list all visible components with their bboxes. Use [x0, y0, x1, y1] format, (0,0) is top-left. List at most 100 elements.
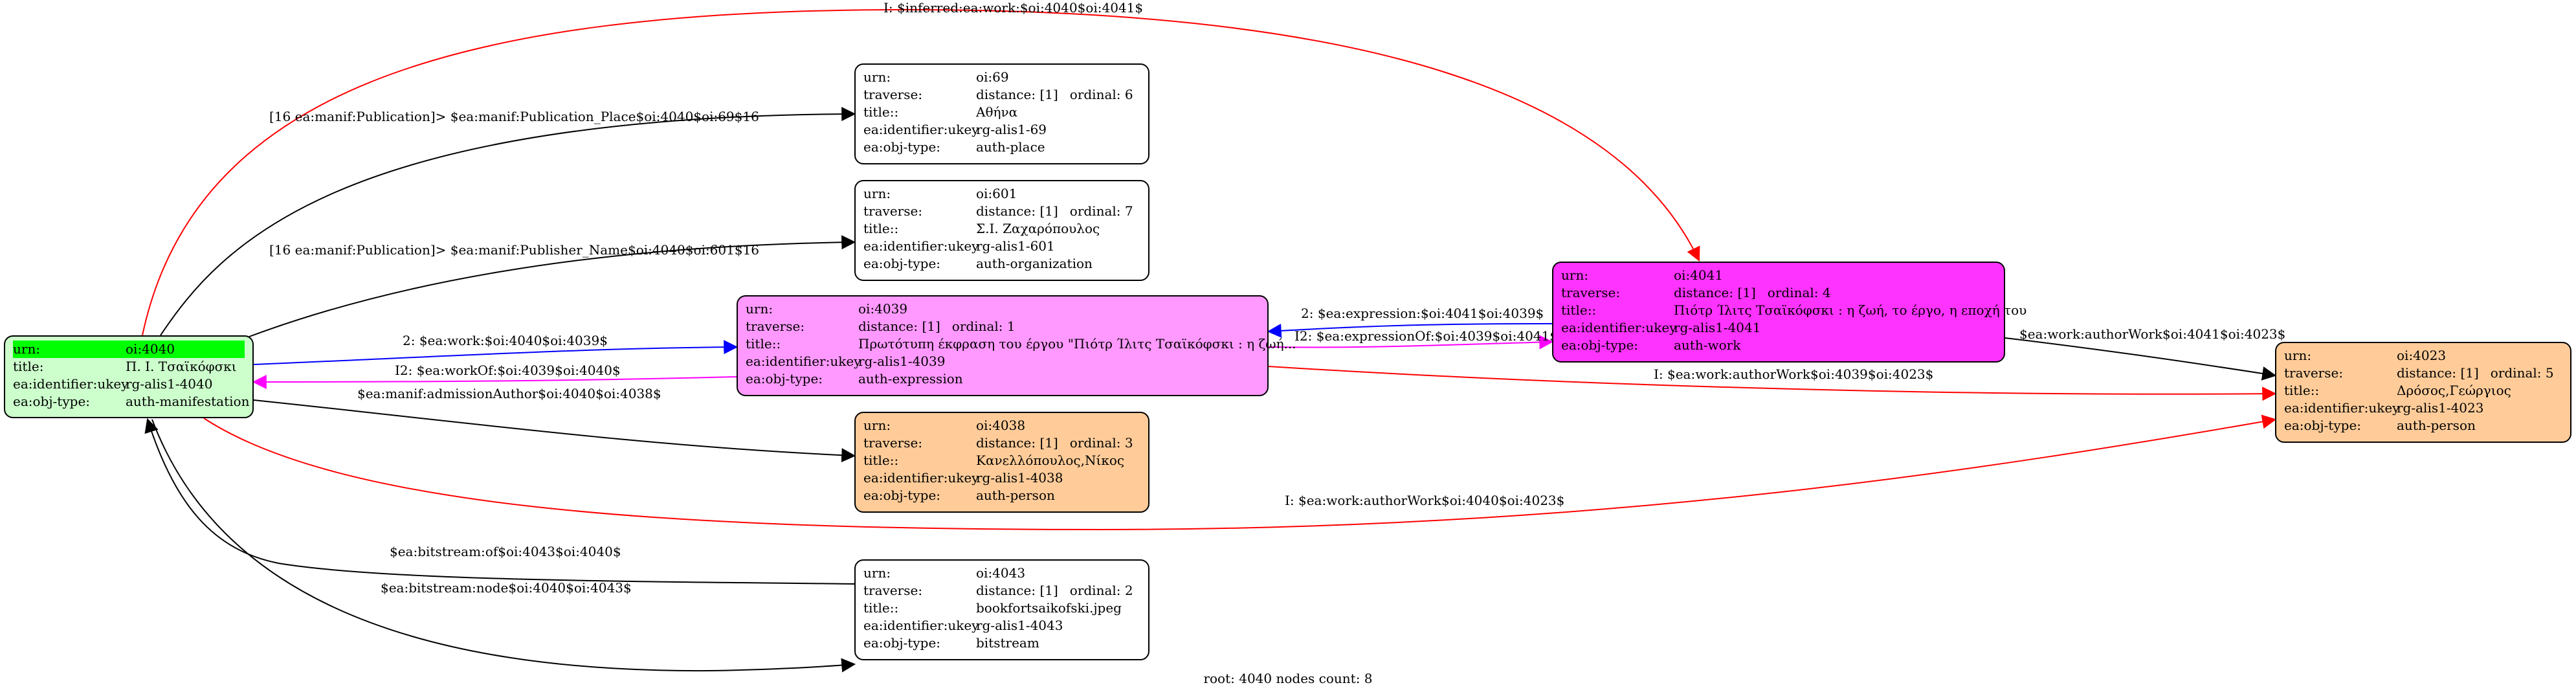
objtype-row: ea:obj-type:auth-person: [2284, 417, 2562, 434]
title-row: title::Σ.Ι. Ζαχαρόπουλος: [863, 220, 1140, 238]
objtype-value: auth-organization: [976, 256, 1093, 271]
urn-value: oi:601: [976, 186, 1017, 201]
edge-label-publication-place: [16 ea:manif:Publication]> $ea:manif:Pub…: [269, 109, 759, 124]
ukey-value: rg-alis1-4040: [126, 376, 213, 392]
edge-admission-author: [253, 399, 856, 463]
field-label: ea:obj-type:: [863, 635, 941, 651]
node-oi-4040[interactable]: urn:oi:4040 title:Π. Ι. Τσαϊκόφσκι ea:id…: [4, 335, 254, 418]
urn-row: urn:oi:601: [863, 185, 1140, 203]
field-label: ea:identifier:ukey: [863, 122, 979, 137]
node-oi-4041[interactable]: urn:oi:4041 traverse:distance: [1]ordina…: [1552, 262, 2026, 363]
urn-row: urn:oi:4040: [13, 341, 245, 358]
field-label: ea:obj-type:: [863, 139, 941, 155]
ukey-value: rg-alis1-4039: [858, 353, 946, 369]
node-oi-4023[interactable]: urn:oi:4023 traverse:distance: [1]ordina…: [2275, 342, 2571, 443]
node-oi-4039[interactable]: urn:oi:4039 traverse:distance: [1]ordina…: [737, 295, 1296, 396]
objtype-value: auth-place: [976, 139, 1045, 155]
graph-footer: root: 4040 nodes count: 8: [1203, 671, 1373, 686]
objtype-row: ea:obj-type: auth-place: [863, 139, 1140, 156]
node-oi-69[interactable]: urn:oi:69 traverse:distance: [1]ordinal:…: [854, 63, 1149, 164]
urn-row: urn:oi:4039: [746, 300, 1260, 318]
urn-row: urn:oi:4043: [863, 565, 1140, 582]
edge-label-work: 2: $ea:work:$oi:4040$oi:4039$: [403, 333, 608, 348]
edge-bitstream-node: [151, 419, 856, 673]
traverse-row: traverse:distance: [1]ordinal: 3: [863, 434, 1140, 452]
edge-label-inferred-work: I: $inferred:ea:work:$oi:4040$oi:4041$: [883, 0, 1143, 16]
title-value: Π. Ι. Τσαϊκόφσκι: [126, 359, 237, 374]
distance-value: distance: [1]: [858, 319, 940, 334]
edge-expression: [1267, 323, 1553, 338]
edge-author-work-4041: [2004, 337, 2277, 381]
distance-value: distance: [1]: [1674, 285, 1756, 300]
field-label: title::: [863, 453, 899, 468]
edge-label-expression-of: I2: $ea:expressionOf:$oi:4039$oi:4041$: [1294, 328, 1558, 344]
field-label: title::: [2284, 383, 2320, 398]
ordinal-value: ordinal: 1: [951, 319, 1016, 334]
distance-value: distance: [1]: [976, 87, 1058, 102]
traverse-row: traverse:distance: [1]ordinal: 6: [863, 86, 1140, 104]
title-row: title::Πιότρ Ίλιτς Τσαϊκόφσκι : η ζωή, τ…: [1561, 302, 2026, 319]
title-row: title::Κανελλόπουλος,Νίκος: [863, 452, 1140, 469]
field-label: ea:obj-type:: [2284, 418, 2362, 433]
node-oi-4038[interactable]: urn:oi:4038 traverse:distance: [1]ordina…: [854, 412, 1149, 513]
traverse-row: traverse:distance: [1]ordinal: 2: [863, 582, 1140, 599]
title-row: title::Αθήνα: [863, 104, 1140, 121]
edge-label-author-work-4039: I: $ea:work:authorWork$oi:4039$oi:4023$: [1654, 366, 1933, 382]
field-label: ea:identifier:ukey: [863, 470, 979, 486]
edge-work: [253, 340, 738, 365]
field-label: title::: [746, 336, 781, 352]
edge-inferred-work: [142, 8, 1700, 336]
urn-row: urn:oi:4038: [863, 417, 1140, 434]
field-label: urn:: [863, 565, 891, 581]
edge-publisher-name: [249, 235, 856, 337]
edge-work-of: [252, 374, 737, 389]
objtype-value: auth-person: [976, 487, 1055, 503]
title-row: title:Π. Ι. Τσαϊκόφσκι: [13, 358, 245, 375]
edge-author-work-4040: [203, 414, 2277, 531]
objtype-value: auth-work: [1674, 337, 1741, 353]
edge-label-work-of: I2: $ea:workOf:$oi:4039$oi:4040$: [395, 363, 621, 378]
field-label: traverse:: [2284, 365, 2344, 381]
objtype-row: ea:obj-type:auth-work: [1561, 337, 1996, 354]
urn-value: oi:4038: [976, 418, 1026, 433]
field-label: ea:identifier:ukey: [2284, 400, 2400, 416]
ordinal-value: ordinal: 2: [1069, 583, 1133, 598]
edge-label-author-work-4041: $ea:work:authorWork$oi:4041$oi:4023$: [2019, 326, 2285, 342]
edge-expression-of: [1268, 335, 1554, 350]
urn-value: oi:4023: [2397, 348, 2447, 363]
urn-row: urn:oi:69: [863, 69, 1140, 86]
traverse-row: traverse:distance: [1]ordinal: 5: [2284, 364, 2562, 382]
objtype-row: ea:obj-type:bitstream: [863, 634, 1140, 652]
edge-label-bitstream-node: $ea:bitstream:node$oi:4040$oi:4043$: [381, 580, 632, 596]
traverse-row: traverse:distance: [1]ordinal: 7: [863, 203, 1140, 220]
field-label: ea:obj-type:: [863, 487, 941, 503]
node-oi-4043[interactable]: urn:oi:4043 traverse:distance: [1]ordina…: [854, 559, 1149, 660]
traverse-row: traverse:distance: [1]ordinal: 4: [1561, 284, 1996, 302]
title-value: Πρωτότυπη έκφραση του έργου "Πιότρ Ίλιτς…: [858, 336, 1296, 352]
urn-value: oi:4041: [1674, 267, 1724, 283]
distance-value: distance: [1]: [2397, 365, 2479, 381]
objtype-value: auth-manifestation: [126, 394, 250, 409]
ukey-value: rg-alis1-4038: [976, 470, 1063, 486]
ordinal-value: ordinal: 7: [1069, 203, 1133, 219]
field-label: ea:obj-type:: [13, 394, 91, 409]
urn-value: oi:4040: [126, 341, 175, 357]
node-oi-601[interactable]: urn:oi:601 traverse:distance: [1]ordinal…: [854, 180, 1149, 281]
ukey-value: rg-alis1-4023: [2397, 400, 2484, 416]
title-value: bookfortsaikofski.jpeg: [976, 600, 1122, 616]
field-label: traverse:: [863, 583, 923, 598]
field-label: ea:identifier:ukey: [863, 238, 979, 254]
ukey-value: rg-alis1-4043: [976, 618, 1063, 633]
ukey-value: rg-alis1-69: [976, 122, 1047, 137]
objtype-row: ea:obj-type: auth-person: [863, 487, 1140, 504]
field-label: ea:identifier:ukey: [13, 376, 129, 392]
ordinal-value: ordinal: 3: [1069, 435, 1133, 451]
urn-value: oi:4039: [858, 301, 908, 317]
edge-label-author-work-4040: I: $ea:work:authorWork$oi:4040$oi:4023$: [1285, 493, 1564, 508]
field-label: title::: [863, 600, 899, 616]
